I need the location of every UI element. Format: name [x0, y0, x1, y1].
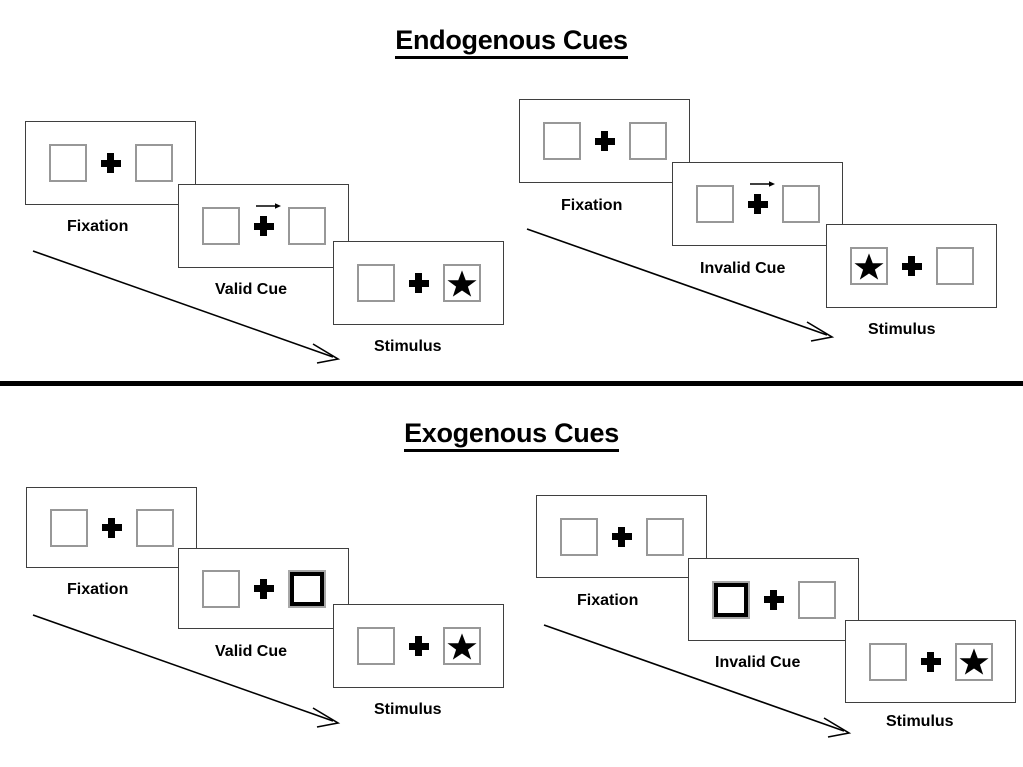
- placeholder-box-right: [645, 517, 684, 556]
- placeholder-box-left: [695, 185, 734, 223]
- placeholder-box-left: [201, 569, 240, 608]
- placeholder-box-right: [134, 144, 173, 182]
- placeholder-box-left: [201, 207, 240, 245]
- flow-arrow-exogenous-invalid: [543, 624, 852, 738]
- caption-exogenous-invalid-cue: Invalid Cue: [715, 654, 801, 671]
- fixation-cross-stack: [253, 203, 281, 236]
- placeholder-box-right-target: [442, 264, 481, 302]
- fixation-cross-icon: [747, 194, 768, 214]
- star-target-icon: [446, 269, 477, 297]
- caption-exogenous-invalid-fixation: Fixation: [577, 592, 639, 609]
- caption-endogenous-invalid-fixation: Fixation: [561, 197, 623, 214]
- trial-frame-exogenous-valid-stimulus: [333, 604, 504, 688]
- placeholder-box-left: [48, 144, 87, 182]
- caption-endogenous-valid-fixation: Fixation: [67, 218, 129, 235]
- fixation-cross-icon: [253, 578, 274, 599]
- fixation-cross-stack: [408, 273, 429, 293]
- trial-frame-endogenous-valid-cue: [178, 184, 349, 268]
- fixation-cross-icon: [100, 153, 121, 173]
- caption-endogenous-invalid-stimulus: Stimulus: [868, 321, 936, 338]
- placeholder-box-left-target: [849, 247, 888, 285]
- cue-arrow-right-icon: [255, 203, 281, 209]
- fixation-cross-icon: [594, 131, 615, 151]
- section-divider: [0, 381, 1023, 386]
- placeholder-box-left: [559, 517, 598, 556]
- trial-frame-exogenous-valid-fixation: [26, 487, 197, 568]
- flow-arrow-endogenous-invalid: [526, 228, 835, 342]
- star-target-icon: [853, 252, 884, 280]
- fixation-cross-icon: [611, 526, 632, 547]
- fixation-cross-stack: [408, 636, 429, 656]
- fixation-cross-stack: [747, 181, 775, 214]
- placeholder-box-right-cued: [287, 569, 326, 608]
- fixation-cross-icon: [763, 589, 784, 610]
- trial-frame-exogenous-valid-cue: [178, 548, 349, 629]
- fixation-cross-stack: [101, 517, 122, 538]
- trial-frame-exogenous-invalid-fixation: [536, 495, 707, 578]
- placeholder-box-left: [356, 627, 395, 665]
- placeholder-box-right: [781, 185, 820, 223]
- caption-exogenous-invalid-stimulus: Stimulus: [886, 713, 954, 730]
- fixation-cross-stack: [253, 578, 274, 599]
- fixation-cross-icon: [901, 256, 922, 276]
- placeholder-box-right-target: [442, 627, 481, 665]
- caption-exogenous-valid-cue: Valid Cue: [215, 643, 288, 660]
- fixation-cross-icon: [408, 636, 429, 656]
- placeholder-box-left: [868, 642, 907, 681]
- fixation-cross-icon: [920, 651, 941, 672]
- placeholder-box-left-cued: [711, 580, 750, 619]
- placeholder-box-right: [135, 508, 174, 547]
- placeholder-box-right-target: [954, 642, 993, 681]
- section-title-exogenous: Exogenous Cues: [0, 418, 1023, 452]
- fixation-cross-stack: [920, 651, 941, 672]
- trial-frame-exogenous-invalid-stimulus: [845, 620, 1016, 703]
- flow-arrow-exogenous-valid: [32, 614, 341, 728]
- section-title-endogenous: Endogenous Cues: [0, 25, 1023, 59]
- trial-frame-exogenous-invalid-cue: [688, 558, 859, 641]
- trial-frame-endogenous-invalid-cue: [672, 162, 843, 246]
- fixation-cross-icon: [253, 216, 274, 236]
- caption-endogenous-valid-stimulus: Stimulus: [374, 338, 442, 355]
- star-target-icon: [446, 632, 477, 660]
- fixation-cross-stack: [100, 153, 121, 173]
- placeholder-box-right: [797, 580, 836, 619]
- placeholder-box-left: [356, 264, 395, 302]
- caption-endogenous-valid-cue: Valid Cue: [215, 281, 288, 298]
- placeholder-box-left: [49, 508, 88, 547]
- trial-frame-endogenous-invalid-fixation: [519, 99, 690, 183]
- fixation-cross-stack: [901, 256, 922, 276]
- fixation-cross-stack: [594, 131, 615, 151]
- fixation-cross-icon: [101, 517, 122, 538]
- trial-frame-endogenous-valid-stimulus: [333, 241, 504, 325]
- fixation-cross-stack: [611, 526, 632, 547]
- cue-arrow-right-icon: [749, 181, 775, 187]
- placeholder-box-right: [287, 207, 326, 245]
- placeholder-box-right: [935, 247, 974, 285]
- placeholder-box-right: [628, 122, 667, 160]
- star-target-icon: [958, 648, 989, 675]
- placeholder-box-left: [542, 122, 581, 160]
- fixation-cross-icon: [408, 273, 429, 293]
- caption-exogenous-valid-stimulus: Stimulus: [374, 701, 442, 718]
- fixation-cross-stack: [763, 589, 784, 610]
- caption-endogenous-invalid-cue: Invalid Cue: [700, 260, 786, 277]
- section-title-exogenous-text: Exogenous Cues: [404, 418, 619, 452]
- flow-arrow-endogenous-valid: [32, 250, 341, 364]
- caption-exogenous-valid-fixation: Fixation: [67, 581, 129, 598]
- section-title-endogenous-text: Endogenous Cues: [395, 25, 628, 59]
- trial-frame-endogenous-valid-fixation: [25, 121, 196, 205]
- trial-frame-endogenous-invalid-stimulus: [826, 224, 997, 308]
